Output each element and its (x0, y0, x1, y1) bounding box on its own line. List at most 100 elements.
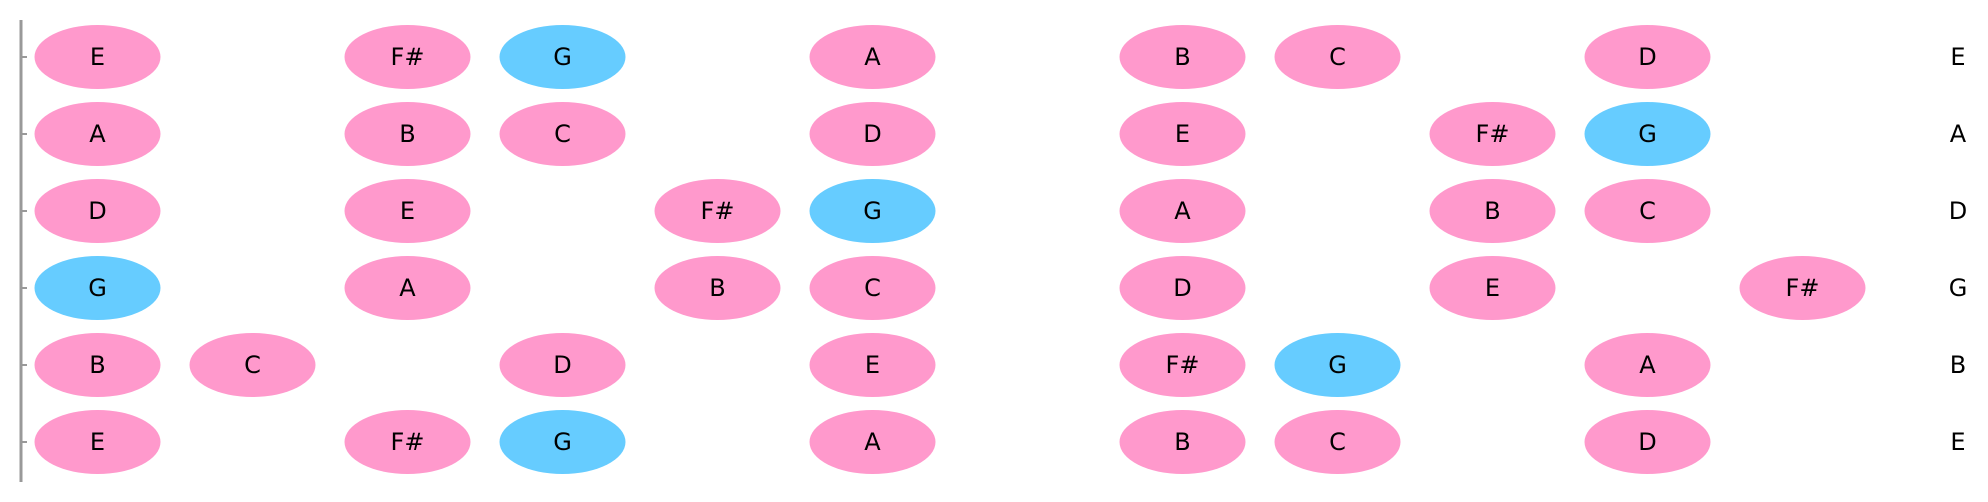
note-label: C (554, 120, 571, 148)
scale-note-marker: F# (654, 179, 781, 243)
note-label: D (1638, 43, 1656, 71)
scale-note-marker: A (1119, 179, 1246, 243)
scale-note-ellipse (1429, 179, 1556, 243)
scale-note-ellipse (34, 333, 161, 397)
root-note-marker: G (499, 25, 626, 89)
scale-note-marker: C (499, 102, 626, 166)
string-label: G (1949, 274, 1968, 302)
scale-note-marker: B (1119, 25, 1246, 89)
scale-note-ellipse (654, 256, 781, 320)
note-label: G (553, 43, 572, 71)
note-label: B (1484, 197, 1500, 225)
string-label: E (1950, 43, 1965, 71)
note-label: C (1329, 43, 1346, 71)
scale-note-marker: B (1429, 179, 1556, 243)
root-note-marker: G (499, 410, 626, 474)
scale-note-ellipse (1584, 25, 1711, 89)
scale-note-ellipse (1274, 410, 1401, 474)
string-label: E (1950, 428, 1965, 456)
note-label: B (709, 274, 725, 302)
scale-note-ellipse (1119, 102, 1246, 166)
scale-note-marker: F# (344, 410, 471, 474)
note-label: G (88, 274, 107, 302)
scale-note-ellipse (1584, 179, 1711, 243)
note-label: A (89, 120, 106, 148)
root-note-ellipse (1584, 102, 1711, 166)
note-label: F# (391, 43, 425, 71)
scale-note-marker: F# (344, 25, 471, 89)
note-label: C (1329, 428, 1346, 456)
note-label: E (1175, 120, 1190, 148)
nut-layer (19, 20, 27, 482)
scale-note-ellipse (1584, 333, 1711, 397)
scale-note-ellipse (34, 102, 161, 166)
note-label: B (1174, 43, 1190, 71)
scale-note-marker: C (1274, 25, 1401, 89)
note-label: E (865, 351, 880, 379)
scale-note-marker: F# (1429, 102, 1556, 166)
note-label: D (863, 120, 881, 148)
scale-note-ellipse (344, 179, 471, 243)
note-label: G (1328, 351, 1347, 379)
root-note-marker: G (1584, 102, 1711, 166)
scale-note-marker: C (1584, 179, 1711, 243)
scale-note-marker: E (34, 25, 161, 89)
scale-note-marker: C (809, 256, 936, 320)
scale-note-ellipse (34, 25, 161, 89)
string-label: A (1950, 120, 1967, 148)
scale-note-marker: D (1584, 25, 1711, 89)
scale-note-marker: E (1119, 102, 1246, 166)
scale-note-marker: E (344, 179, 471, 243)
scale-note-ellipse (809, 256, 936, 320)
note-label: A (1174, 197, 1191, 225)
root-note-ellipse (34, 256, 161, 320)
note-label: E (400, 197, 415, 225)
note-label: E (90, 43, 105, 71)
scale-note-marker: E (1429, 256, 1556, 320)
note-label: A (864, 428, 881, 456)
note-label: C (864, 274, 881, 302)
scale-note-ellipse (344, 256, 471, 320)
scale-note-ellipse (809, 25, 936, 89)
scale-note-marker: D (809, 102, 936, 166)
scale-note-marker: D (499, 333, 626, 397)
scale-note-ellipse (1119, 25, 1246, 89)
note-label: A (864, 43, 881, 71)
string-labels-layer: E A D G B E (1949, 43, 1968, 456)
string-label: B (1950, 351, 1966, 379)
scale-note-ellipse (499, 102, 626, 166)
scale-note-ellipse (1429, 256, 1556, 320)
note-label: G (553, 428, 572, 456)
scale-note-marker: D (1584, 410, 1711, 474)
scale-note-ellipse (34, 179, 161, 243)
scale-note-marker: F# (1739, 256, 1866, 320)
note-label: F# (1786, 274, 1820, 302)
note-label: F# (391, 428, 425, 456)
note-label: F# (1476, 120, 1510, 148)
note-label: E (90, 428, 105, 456)
scale-note-ellipse (1584, 410, 1711, 474)
root-note-marker: G (1274, 333, 1401, 397)
note-label: D (1638, 428, 1656, 456)
root-note-ellipse (499, 410, 626, 474)
scale-note-marker: D (34, 179, 161, 243)
scale-note-marker: A (344, 256, 471, 320)
string-label: D (1949, 197, 1967, 225)
root-note-ellipse (499, 25, 626, 89)
scale-note-ellipse (809, 333, 936, 397)
note-label: B (1174, 428, 1190, 456)
scale-note-ellipse (809, 102, 936, 166)
root-note-ellipse (809, 179, 936, 243)
note-label: D (88, 197, 106, 225)
scale-note-ellipse (654, 179, 781, 243)
note-label: F# (701, 197, 735, 225)
scale-note-ellipse (1119, 256, 1246, 320)
note-label: E (1485, 274, 1500, 302)
scale-note-ellipse (344, 25, 471, 89)
scale-note-ellipse (499, 333, 626, 397)
scale-note-marker: A (809, 25, 936, 89)
scale-note-ellipse (1119, 179, 1246, 243)
scale-note-marker: A (1584, 333, 1711, 397)
